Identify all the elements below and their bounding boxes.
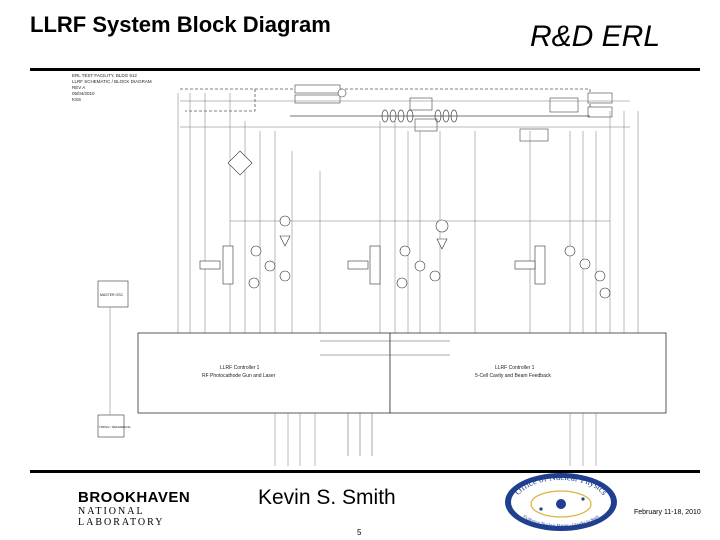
bottom-divider [30,470,700,473]
top-divider [30,68,700,71]
controller-right-subtitle: 5-Cell Cavity and Beam Feedback [475,373,551,379]
beamline-coils [290,109,590,123]
controller-interconnect [320,340,450,456]
diagram-info-block: ERL TEST FACILITY, BLDG 912 LLRF SCHEMAT… [72,73,152,102]
controller-left-title: LLRF Controller 1 [220,365,260,371]
brookhaven-logo: BROOKHAVEN NATIONAL LABORATORY [78,489,213,528]
signal-lines [177,93,639,333]
upper-components [294,84,613,142]
presenter-name: Kevin S. Smith [258,486,396,509]
diagram-info-line: KSS [72,97,81,102]
master-oscillator-box: MASTER OSC [97,280,129,308]
bottom-signal-lines [109,307,597,466]
timing-reference-label: TIMING / REFERENCE [99,425,131,429]
brookhaven-logo-sub: NATIONAL LABORATORY [78,506,165,528]
right-rf-chain [514,245,611,299]
master-oscillator-label: MASTER OSC [100,293,124,297]
presentation-date: February 11-18, 2010 [634,509,701,516]
llrf-controller-left: LLRF Controller 1 RF Photocathode Gun an… [137,332,391,414]
llrf-controller-right: LLRF Controller 1 5-Cell Cavity and Beam… [389,332,667,414]
gun-rf-chain [199,150,291,289]
llrf-block-diagram: ERL TEST FACILITY, BLDG 912 LLRF SCHEMAT… [72,73,667,466]
cavity-rf-chain [347,219,449,289]
slide-subtitle: R&D ERL [530,20,661,53]
timing-reference-box: TIMING / REFERENCE [97,414,131,438]
page-number: 5 [357,528,362,537]
slide-title: LLRF System Block Diagram [30,12,331,37]
diagram-info-line: 05/04/2010 [72,91,95,96]
controller-right-title: LLRF Controller 1 [495,365,535,371]
diagram-info-line: LLRF SCHEMATIC / BLOCK DIAGRAM [72,79,152,84]
office-of-nuclear-physics-logo: Office of Nuclear Physics Exploring Nucl… [505,472,617,531]
diagram-info-line: ERL TEST FACILITY, BLDG 912 [72,73,137,78]
laser-path-dashed [180,88,591,112]
brookhaven-logo-main: BROOKHAVEN [78,489,191,506]
diagram-info-line: REV A [72,85,85,90]
controller-left-subtitle: RF Photocathode Gun and Laser [202,373,276,379]
